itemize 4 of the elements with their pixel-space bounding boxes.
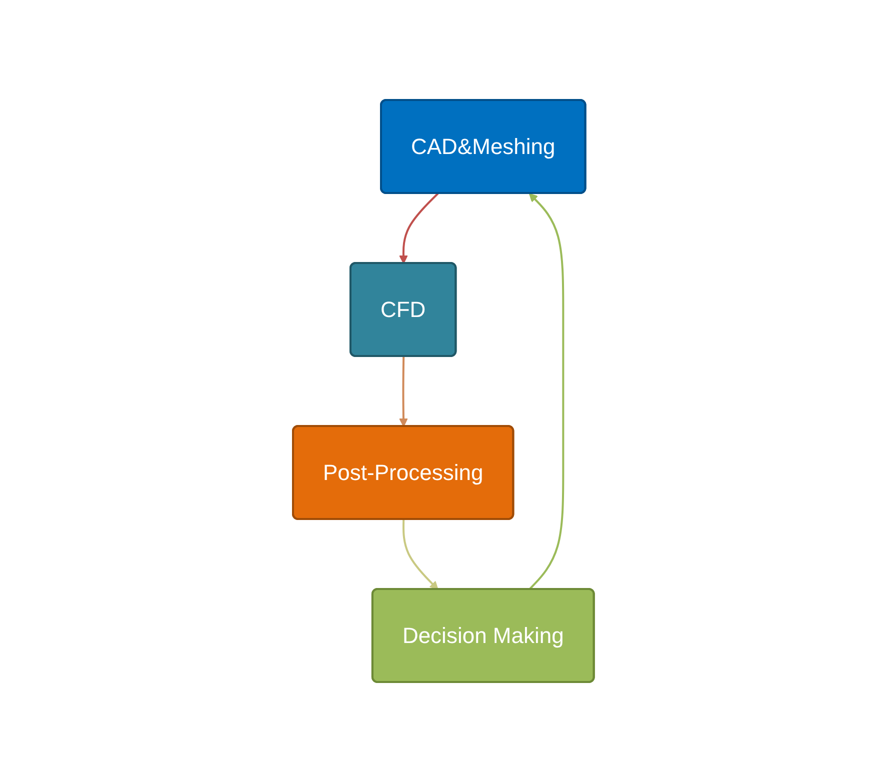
arrow <box>398 356 408 426</box>
arrow <box>528 192 564 590</box>
arrow <box>398 192 438 264</box>
arrow <box>402 518 438 590</box>
